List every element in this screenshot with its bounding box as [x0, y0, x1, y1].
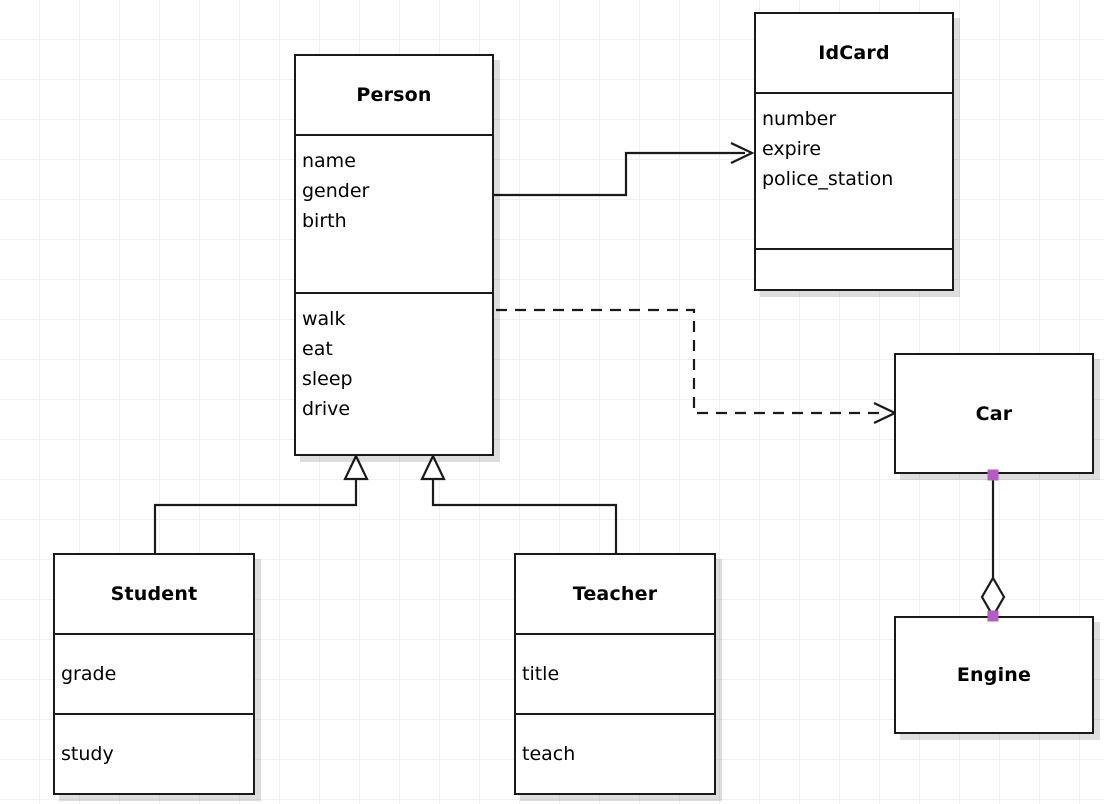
class-name-student: Student: [110, 583, 198, 605]
connection-handle-car-bottom[interactable]: [987, 469, 999, 481]
attribute-item: grade: [61, 663, 117, 685]
class-methods-teacher: teach: [516, 713, 714, 793]
edge-car-engine[interactable]: [980, 474, 1006, 619]
class-box-engine[interactable]: Engine: [894, 616, 1094, 734]
attribute-item: gender: [302, 180, 370, 202]
hollow-triangle-icon: [420, 453, 446, 481]
edge-teacher-person[interactable]: [420, 453, 618, 553]
class-methods-student: study: [55, 713, 253, 793]
edge-person-idcard[interactable]: [494, 142, 755, 197]
connection-handle-engine-top[interactable]: [987, 610, 999, 622]
method-item: eat: [302, 338, 333, 360]
class-attributes-person: name gender birth: [296, 134, 492, 292]
method-item: sleep: [302, 368, 353, 390]
class-box-teacher[interactable]: Teacher title teach: [514, 553, 716, 795]
class-attributes-teacher: title: [516, 633, 714, 713]
method-item: teach: [522, 743, 576, 765]
class-name-idcard: IdCard: [818, 42, 890, 64]
class-name-teacher: Teacher: [572, 583, 658, 605]
class-name-car: Car: [975, 402, 1013, 425]
attribute-item: number: [762, 108, 837, 130]
class-methods-person: walk eat sleep drive: [296, 292, 492, 454]
method-item: walk: [302, 308, 346, 330]
class-methods-idcard: [756, 248, 952, 289]
class-box-student[interactable]: Student grade study: [53, 553, 255, 795]
attribute-item: birth: [302, 210, 347, 232]
attribute-item: name: [302, 150, 356, 172]
class-attributes-idcard: number expire police_station: [756, 92, 952, 248]
class-box-car[interactable]: Car: [894, 353, 1094, 474]
open-arrowhead-icon: [873, 402, 898, 424]
hollow-triangle-icon: [343, 453, 369, 481]
class-box-person[interactable]: Person name gender birth walk eat sleep …: [294, 54, 494, 456]
method-item: study: [61, 743, 114, 765]
edge-student-person[interactable]: [153, 453, 369, 553]
class-name-person: Person: [356, 84, 432, 106]
attribute-item: expire: [762, 138, 822, 160]
attribute-item: title: [522, 663, 560, 685]
class-attributes-student: grade: [55, 633, 253, 713]
class-box-idcard[interactable]: IdCard number expire police_station: [754, 12, 954, 291]
edge-person-car[interactable]: [496, 308, 898, 424]
open-arrowhead-icon: [730, 142, 755, 164]
class-name-engine: Engine: [956, 664, 1032, 686]
method-item: drive: [302, 398, 351, 420]
attribute-item: police_station: [762, 168, 894, 190]
